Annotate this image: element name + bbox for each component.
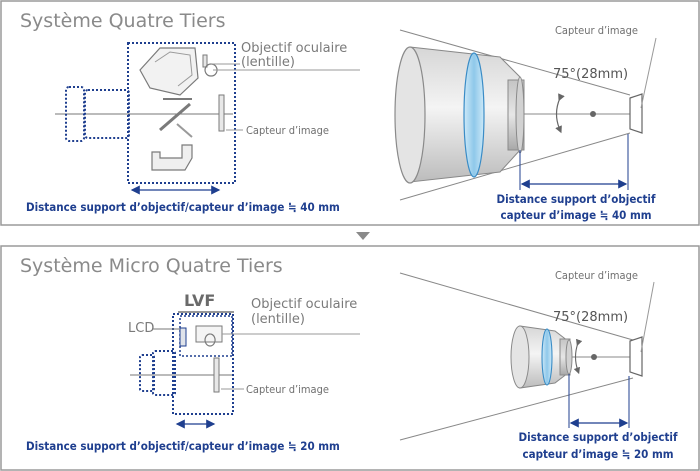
dslr-schematic: Objectif oculaire (lentille) Capteur d’i… <box>26 41 360 214</box>
distance-label-bottom-right-2: capteur d’image ≒ 20 mm <box>522 447 673 461</box>
lens-element-bottom <box>541 328 553 386</box>
sensor-label-bottom-right: Capteur d’image <box>555 269 638 282</box>
eyepiece-lens <box>202 54 208 68</box>
fov-line-lower-bottom <box>399 377 634 441</box>
main-mirror <box>159 102 191 132</box>
lens-front-rim-top <box>394 46 426 184</box>
sensor-label-top-right: Capteur d’image <box>555 24 638 37</box>
sensor-label-bottom-left: Capteur d’image <box>246 383 329 396</box>
panel-four-thirds: Système Quatre Tiers <box>0 0 700 226</box>
fov-line-lower-top <box>399 132 631 201</box>
mirrorless-schematic: LVF LCD Capteur d’image Objectif oculair… <box>26 291 360 453</box>
mirrorless-lens-3d: 75°(28mm) Capteur d’image Distance suppo… <box>399 269 678 461</box>
lens-rear-top <box>515 76 525 154</box>
panel-frame-bottom <box>0 245 700 471</box>
eyepiece-ring <box>204 63 218 77</box>
fov-line-upper-top <box>399 29 631 96</box>
panel-title-bottom: Système Micro Quatre Tiers <box>20 255 283 277</box>
angle-label-top: 75°(28mm) <box>553 67 628 82</box>
panel-micro-four-thirds: Système Micro Quatre Tiers LVF LCD Capte… <box>0 245 700 471</box>
lcd-label: LCD <box>128 321 154 336</box>
angle-arc-bottom <box>573 338 583 375</box>
lvf-label: LVF <box>184 291 215 310</box>
eyepiece-label-bottom-1: Objectif oculaire <box>251 297 357 312</box>
pentaprism <box>139 47 199 96</box>
lens-element-top <box>463 52 485 178</box>
camera-body-frame-bottom <box>172 313 234 415</box>
focal-point-bottom <box>591 354 597 360</box>
sub-mirror <box>176 123 193 138</box>
pentaprism-inner <box>154 51 193 87</box>
angle-arc-top <box>555 93 565 134</box>
eyepiece-label-bottom-2: (lentille) <box>251 312 305 327</box>
evf-eyepiece-ring <box>204 333 216 347</box>
sensor-leader-right-top <box>640 37 657 109</box>
sensor-leader-right-bottom <box>640 281 655 353</box>
image-sensor-left-bottom <box>213 357 220 393</box>
angle-label-bottom: 75°(28mm) <box>553 310 628 325</box>
image-sensor-right-top <box>629 93 643 134</box>
lens-rear-bottom <box>565 339 573 375</box>
lens-barrel-outline-bottom <box>152 350 176 396</box>
lcd-panel <box>179 327 187 347</box>
af-module <box>151 144 193 171</box>
distance-label-top-right-2: capteur d’image ≒ 40 mm <box>500 208 651 222</box>
distance-label-top-left: Distance support d’objectif/capteur d’im… <box>26 200 340 214</box>
focal-point-top <box>590 111 596 117</box>
eyepiece-label-top-2: (lentille) <box>241 55 295 70</box>
sensor-label-top-left: Capteur d’image <box>246 124 329 137</box>
eyepiece-label-top-1: Objectif oculaire <box>241 41 347 56</box>
dslr-lens-3d: 75°(28mm) Capteur d’image Distance suppo… <box>394 24 657 222</box>
distance-label-bottom-left: Distance support d’objectif/capteur d’im… <box>26 439 340 453</box>
lens-barrel-outline <box>84 89 130 139</box>
distance-label-top-right-1: Distance support d’objectif <box>497 192 656 206</box>
distance-label-bottom-right-1: Distance support d’objectif <box>519 430 678 444</box>
camera-body-frame <box>127 42 236 184</box>
fov-line-upper-bottom <box>399 272 634 341</box>
image-sensor-left <box>218 94 225 132</box>
lens-front-rim-bottom <box>510 325 530 389</box>
transition-arrow-icon <box>356 232 370 240</box>
image-sensor-right-bottom <box>629 336 643 377</box>
panel-title-top: Système Quatre Tiers <box>20 10 226 32</box>
